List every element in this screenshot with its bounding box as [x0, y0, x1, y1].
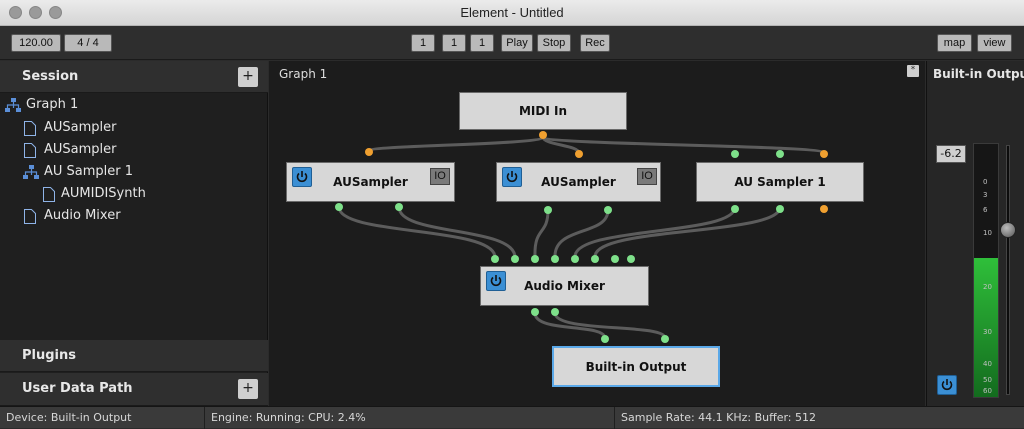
plugins-header[interactable]: Plugins — [0, 340, 268, 372]
session-sidebar: Session + Graph 1 AUSampler AUSampler AU… — [0, 61, 268, 406]
title-bar: Element - Untitled — [0, 0, 1024, 26]
graph-icon — [23, 165, 39, 179]
power-icon[interactable] — [937, 375, 957, 395]
io-button[interactable]: IO — [637, 168, 657, 185]
user-data-path-header[interactable]: User Data Path + — [0, 373, 268, 406]
graph-canvas[interactable]: Graph 1 * — [269, 61, 925, 406]
node-ausampler-b[interactable]: AUSampler IO — [496, 162, 661, 202]
tree-item-label: AUMIDISynth — [61, 186, 146, 201]
node-au-sampler-1[interactable]: AU Sampler 1 — [696, 162, 864, 202]
beat-counter[interactable]: 1 — [442, 34, 466, 52]
graph-options-button[interactable]: * — [907, 65, 919, 77]
scale-label: 50 — [983, 376, 992, 384]
power-icon[interactable] — [502, 167, 522, 187]
level-meter-fill — [974, 258, 998, 397]
transport-toolbar: 120.00 4 / 4 1 1 1 Play Stop Rec map vie… — [0, 26, 1024, 60]
close-window-button[interactable] — [9, 6, 22, 19]
tree-item-label: AU Sampler 1 — [44, 164, 134, 179]
time-signature-field[interactable]: 4 / 4 — [64, 34, 112, 52]
node-label: MIDI In — [518, 104, 568, 118]
engine-status: Engine: Running: CPU: 2.4% — [211, 411, 366, 424]
scale-label: 6 — [983, 206, 988, 214]
tempo-field[interactable]: 120.00 — [11, 34, 61, 52]
user-data-add-button[interactable]: + — [238, 379, 258, 399]
status-divider — [614, 407, 615, 429]
level-meter — [973, 143, 999, 398]
tree-item-label: AUSampler — [44, 120, 117, 135]
zoom-window-button[interactable] — [49, 6, 62, 19]
tree-item-label: Graph 1 — [26, 97, 79, 112]
meter-title: Built-in Output — [933, 67, 1024, 81]
gain-readout[interactable]: -6.2 — [936, 145, 966, 163]
tick-counter[interactable]: 1 — [470, 34, 494, 52]
user-data-path-label: User Data Path — [22, 381, 133, 396]
gain-fader-track[interactable] — [1006, 145, 1010, 395]
device-status: Device: Built-in Output — [6, 411, 132, 424]
document-icon — [24, 143, 36, 158]
scale-label: 20 — [983, 283, 992, 291]
document-icon — [24, 121, 36, 136]
stop-button[interactable]: Stop — [537, 34, 571, 52]
document-icon — [24, 209, 36, 224]
node-label: AUSampler — [333, 175, 408, 189]
sample-rate-status: Sample Rate: 44.1 KHz: Buffer: 512 — [621, 411, 817, 424]
scale-label: 10 — [983, 229, 992, 237]
node-audio-mixer[interactable]: Audio Mixer — [480, 266, 649, 306]
status-divider — [204, 407, 205, 429]
io-button[interactable]: IO — [430, 168, 450, 185]
tree-item-label: Audio Mixer — [44, 208, 121, 223]
graph-title: Graph 1 — [279, 67, 328, 81]
node-ausampler-a[interactable]: AUSampler IO — [286, 162, 455, 202]
minimize-window-button[interactable] — [29, 6, 42, 19]
output-meter-panel: Built-in Output -6.2 0 3 6 10 20 30 40 5… — [926, 61, 1024, 406]
session-add-button[interactable]: + — [238, 67, 258, 87]
connection-wires — [335, 131, 828, 343]
map-button[interactable]: map — [937, 34, 972, 52]
node-builtin-output[interactable]: Built-in Output — [552, 346, 720, 387]
scale-label: 3 — [983, 191, 988, 199]
node-midi-in[interactable]: MIDI In — [459, 92, 627, 130]
status-bar: Device: Built-in Output Engine: Running:… — [0, 406, 1024, 429]
scale-label: 30 — [983, 328, 992, 336]
scale-label: 40 — [983, 360, 992, 368]
view-button[interactable]: view — [977, 34, 1012, 52]
node-label: Audio Mixer — [524, 279, 605, 293]
record-button[interactable]: Rec — [580, 34, 610, 52]
plugins-label: Plugins — [22, 348, 76, 363]
session-label: Session — [22, 69, 79, 84]
window-title: Element - Untitled — [460, 5, 564, 20]
session-header[interactable]: Session + — [0, 61, 268, 93]
node-label: AUSampler — [541, 175, 616, 189]
scale-label: 0 — [983, 178, 988, 186]
node-label: AU Sampler 1 — [734, 175, 826, 189]
node-label: Built-in Output — [585, 359, 687, 374]
document-icon — [43, 187, 55, 202]
bar-counter[interactable]: 1 — [411, 34, 435, 52]
power-icon[interactable] — [292, 167, 312, 187]
scale-label: 60 — [983, 387, 992, 395]
graph-icon — [5, 98, 21, 112]
gain-fader-knob[interactable] — [1000, 222, 1016, 238]
play-button[interactable]: Play — [501, 34, 533, 52]
power-icon[interactable] — [486, 271, 506, 291]
tree-item-label: AUSampler — [44, 142, 117, 157]
